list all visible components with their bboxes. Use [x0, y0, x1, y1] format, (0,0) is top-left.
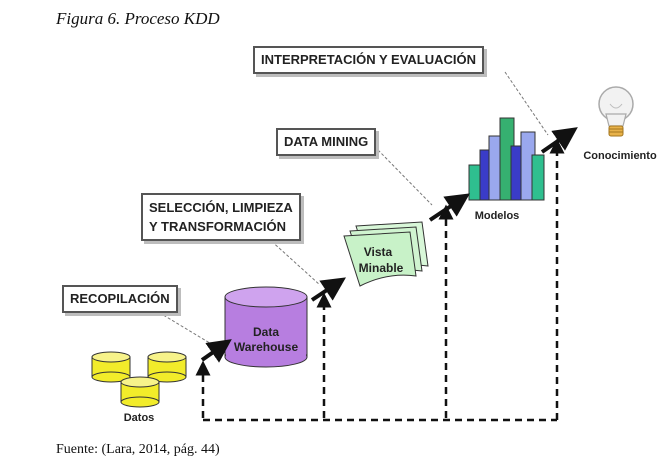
modelos-bars-icon — [468, 117, 545, 201]
stage-seleccion-line2: Y TRANSFORMACIÓN — [149, 219, 286, 234]
vista-label-line2: Minable — [359, 261, 404, 275]
vista-label-line1: Vista — [364, 245, 393, 259]
warehouse-label-line1: Data — [253, 325, 279, 339]
database-cylinder — [147, 351, 187, 383]
vista-minable-documents — [343, 221, 429, 287]
stage-seleccion: SELECCIÓN, LIMPIEZA Y TRANSFORMACIÓN — [141, 193, 301, 241]
data-warehouse-cylinder — [224, 286, 308, 368]
stage-recopilacion: RECOPILACIÓN — [62, 285, 178, 313]
feedback-loops — [195, 138, 565, 422]
datos-label: Datos — [124, 412, 155, 424]
conocimiento-label: Conocimiento — [583, 150, 657, 162]
lightbulb-icon — [598, 86, 634, 137]
database-cylinder — [120, 376, 160, 408]
datos-databases — [91, 351, 187, 408]
modelos-label: Modelos — [475, 210, 520, 222]
warehouse-label-line2: Warehouse — [234, 340, 299, 354]
stage-seleccion-line1: SELECCIÓN, LIMPIEZA — [149, 200, 293, 215]
database-cylinder — [91, 351, 131, 383]
figure-caption: Figura 6. Proceso KDD — [56, 9, 220, 28]
stage-data-mining: DATA MINING — [276, 128, 377, 156]
stage-interpretacion: INTERPRETACIÓN Y EVALUACIÓN — [253, 46, 485, 74]
figure-source: Fuente: (Lara, 2014, pág. 44) — [56, 442, 220, 457]
